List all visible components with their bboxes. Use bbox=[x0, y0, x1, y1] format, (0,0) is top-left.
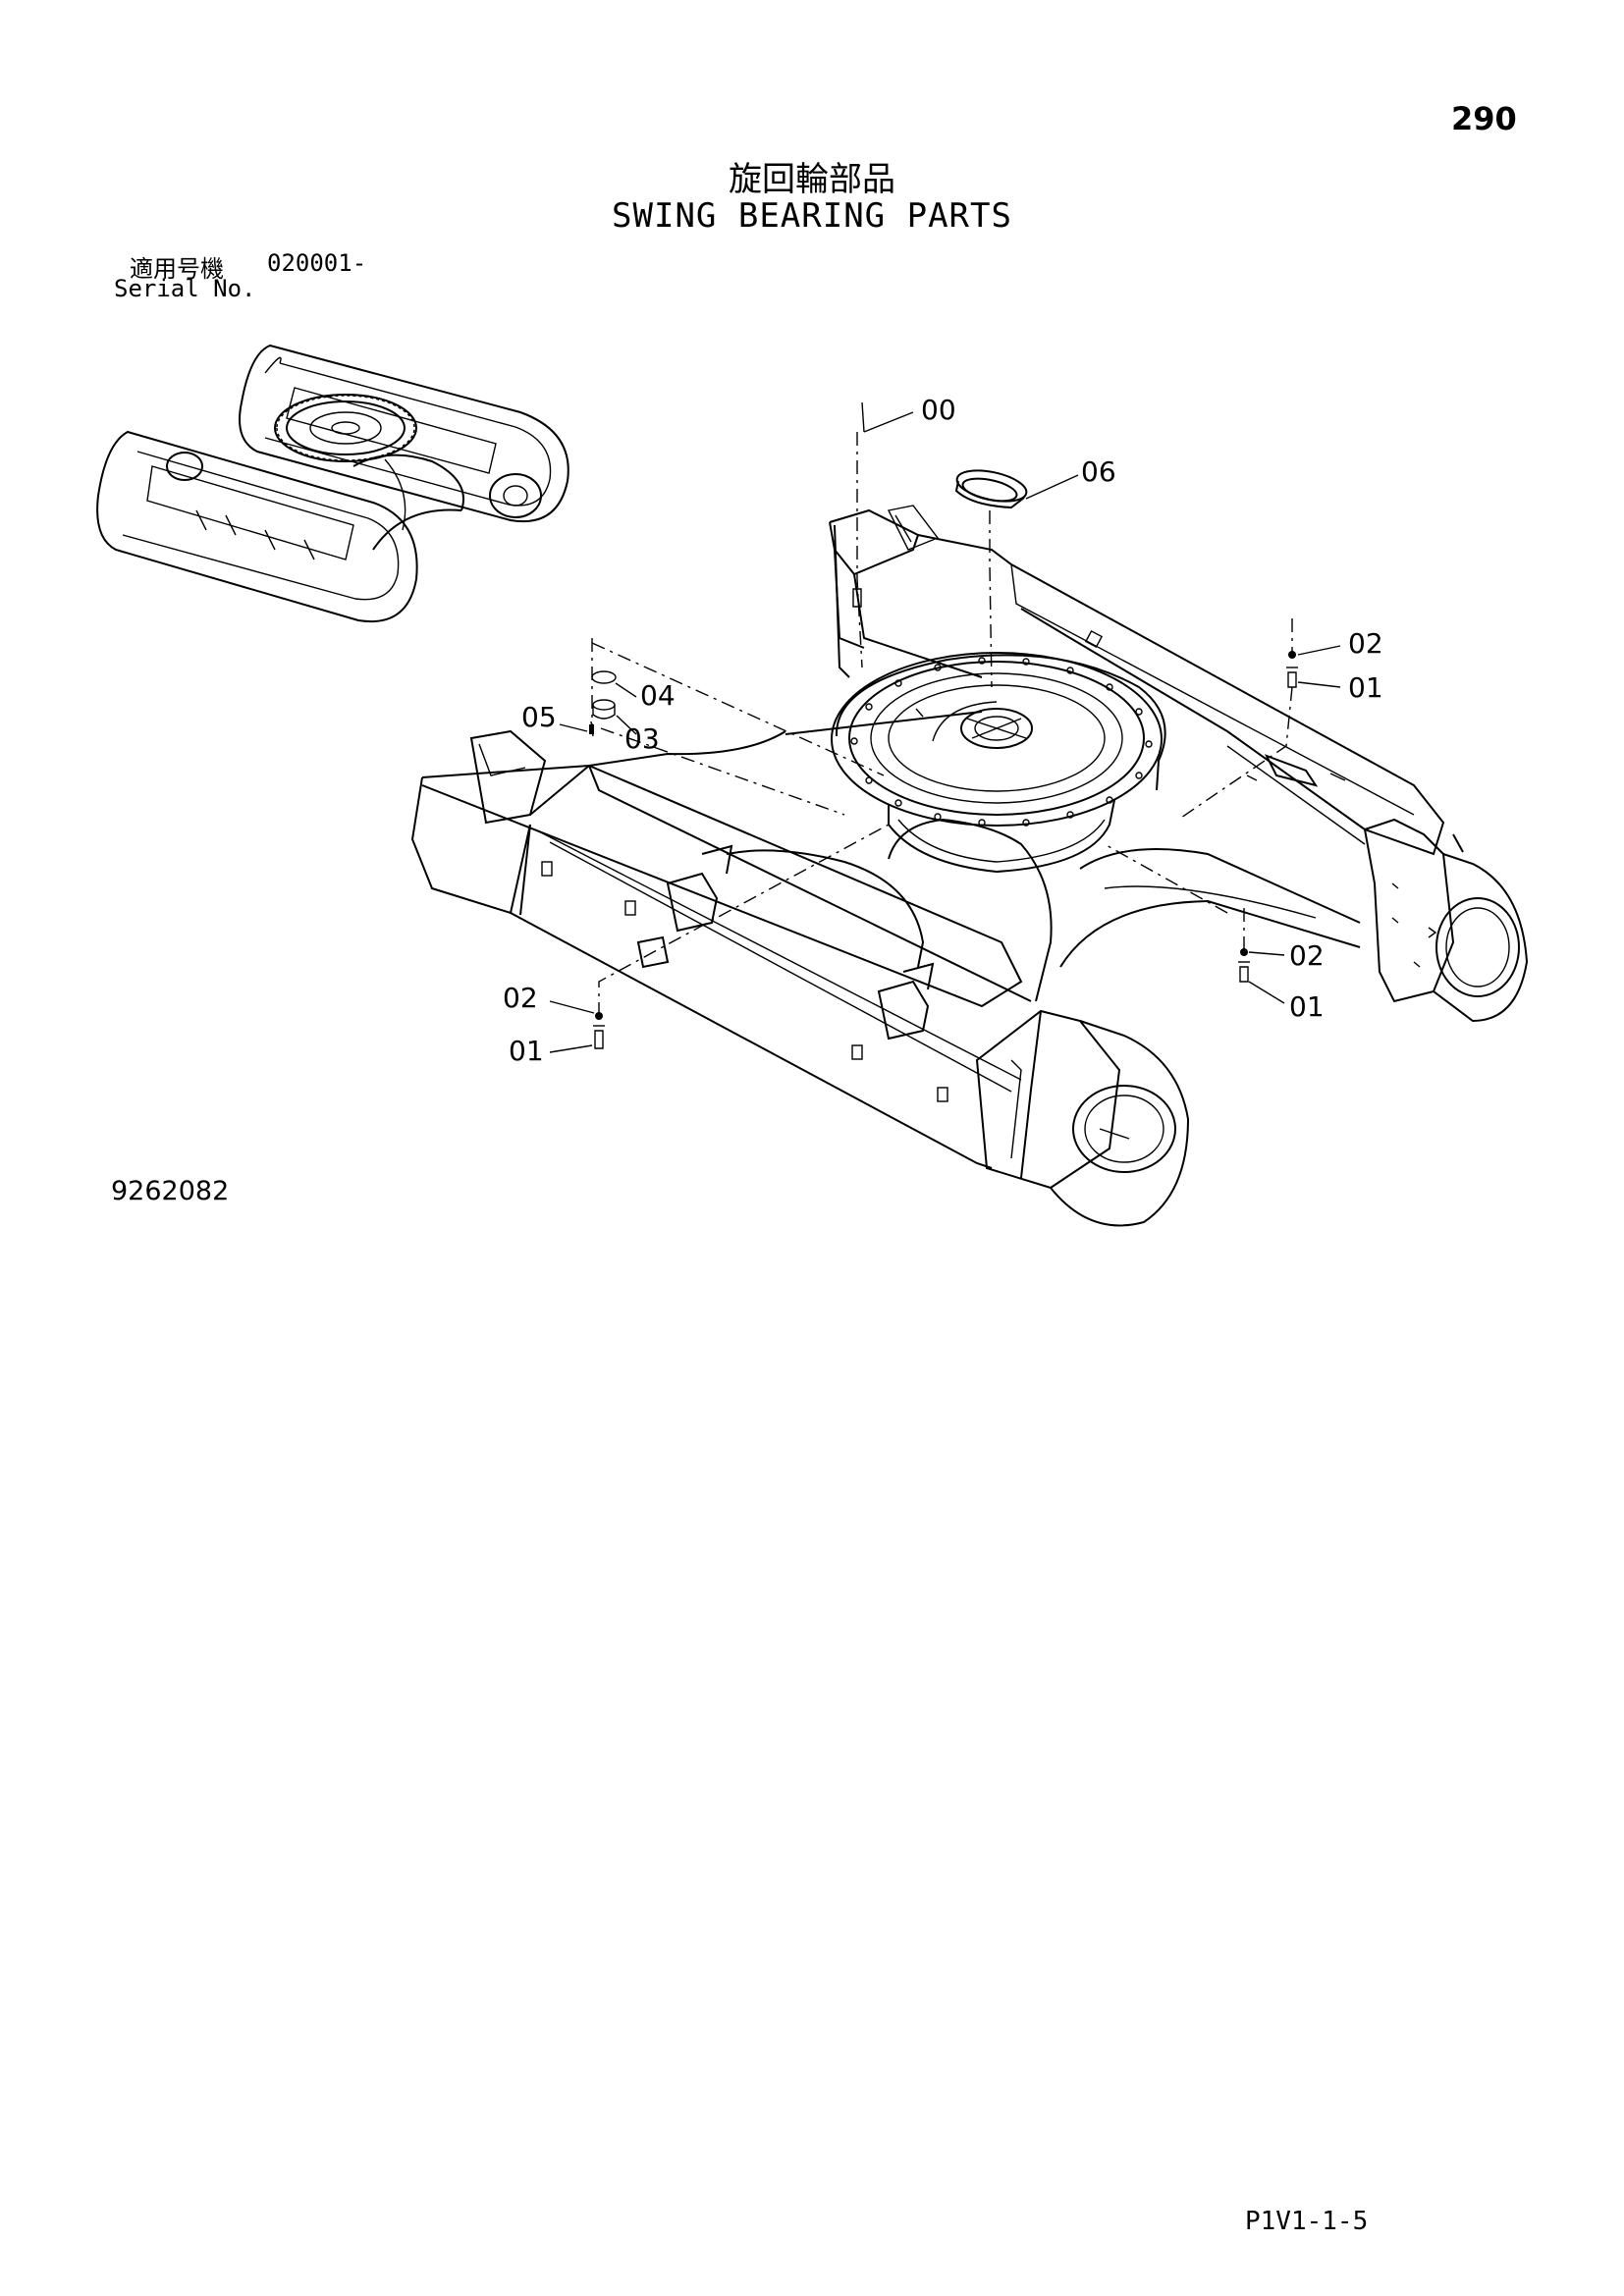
serial-range: 020001- bbox=[267, 249, 367, 277]
callout-02-lower-right: 02 bbox=[1289, 939, 1325, 972]
drawing-number: 9262082 bbox=[111, 1176, 230, 1206]
page-title-japanese: 旋回輪部品 bbox=[729, 160, 895, 199]
callout-01-lower-left: 01 bbox=[509, 1035, 544, 1067]
exploded-parts bbox=[589, 401, 1298, 1049]
callout-leaders bbox=[549, 411, 1341, 1053]
callout-05: 05 bbox=[521, 701, 557, 733]
callout-06: 06 bbox=[1081, 455, 1116, 488]
serial-label-japanese: 適用号機 bbox=[130, 255, 224, 283]
callout-04: 04 bbox=[640, 679, 676, 712]
track-frame-main bbox=[410, 505, 1529, 1227]
callout-02-lower-left: 02 bbox=[503, 982, 538, 1014]
footer-page-code: P1V1-1-5 bbox=[1245, 2207, 1369, 2236]
callout-03: 03 bbox=[624, 722, 660, 755]
callout-labels: 00 06 02 01 04 05 03 02 01 02 01 bbox=[503, 394, 1383, 1067]
page-title-english: SWING BEARING PARTS bbox=[612, 196, 1012, 236]
page-number: 290 bbox=[1451, 100, 1517, 137]
undercarriage-thumbnail bbox=[96, 344, 569, 623]
serial-label-english: Serial No. bbox=[114, 275, 256, 302]
callout-01-lower-right: 01 bbox=[1289, 990, 1325, 1023]
callout-00: 00 bbox=[921, 394, 956, 426]
callout-01-upper-right: 01 bbox=[1348, 671, 1383, 704]
callout-02-upper-right: 02 bbox=[1348, 627, 1383, 660]
